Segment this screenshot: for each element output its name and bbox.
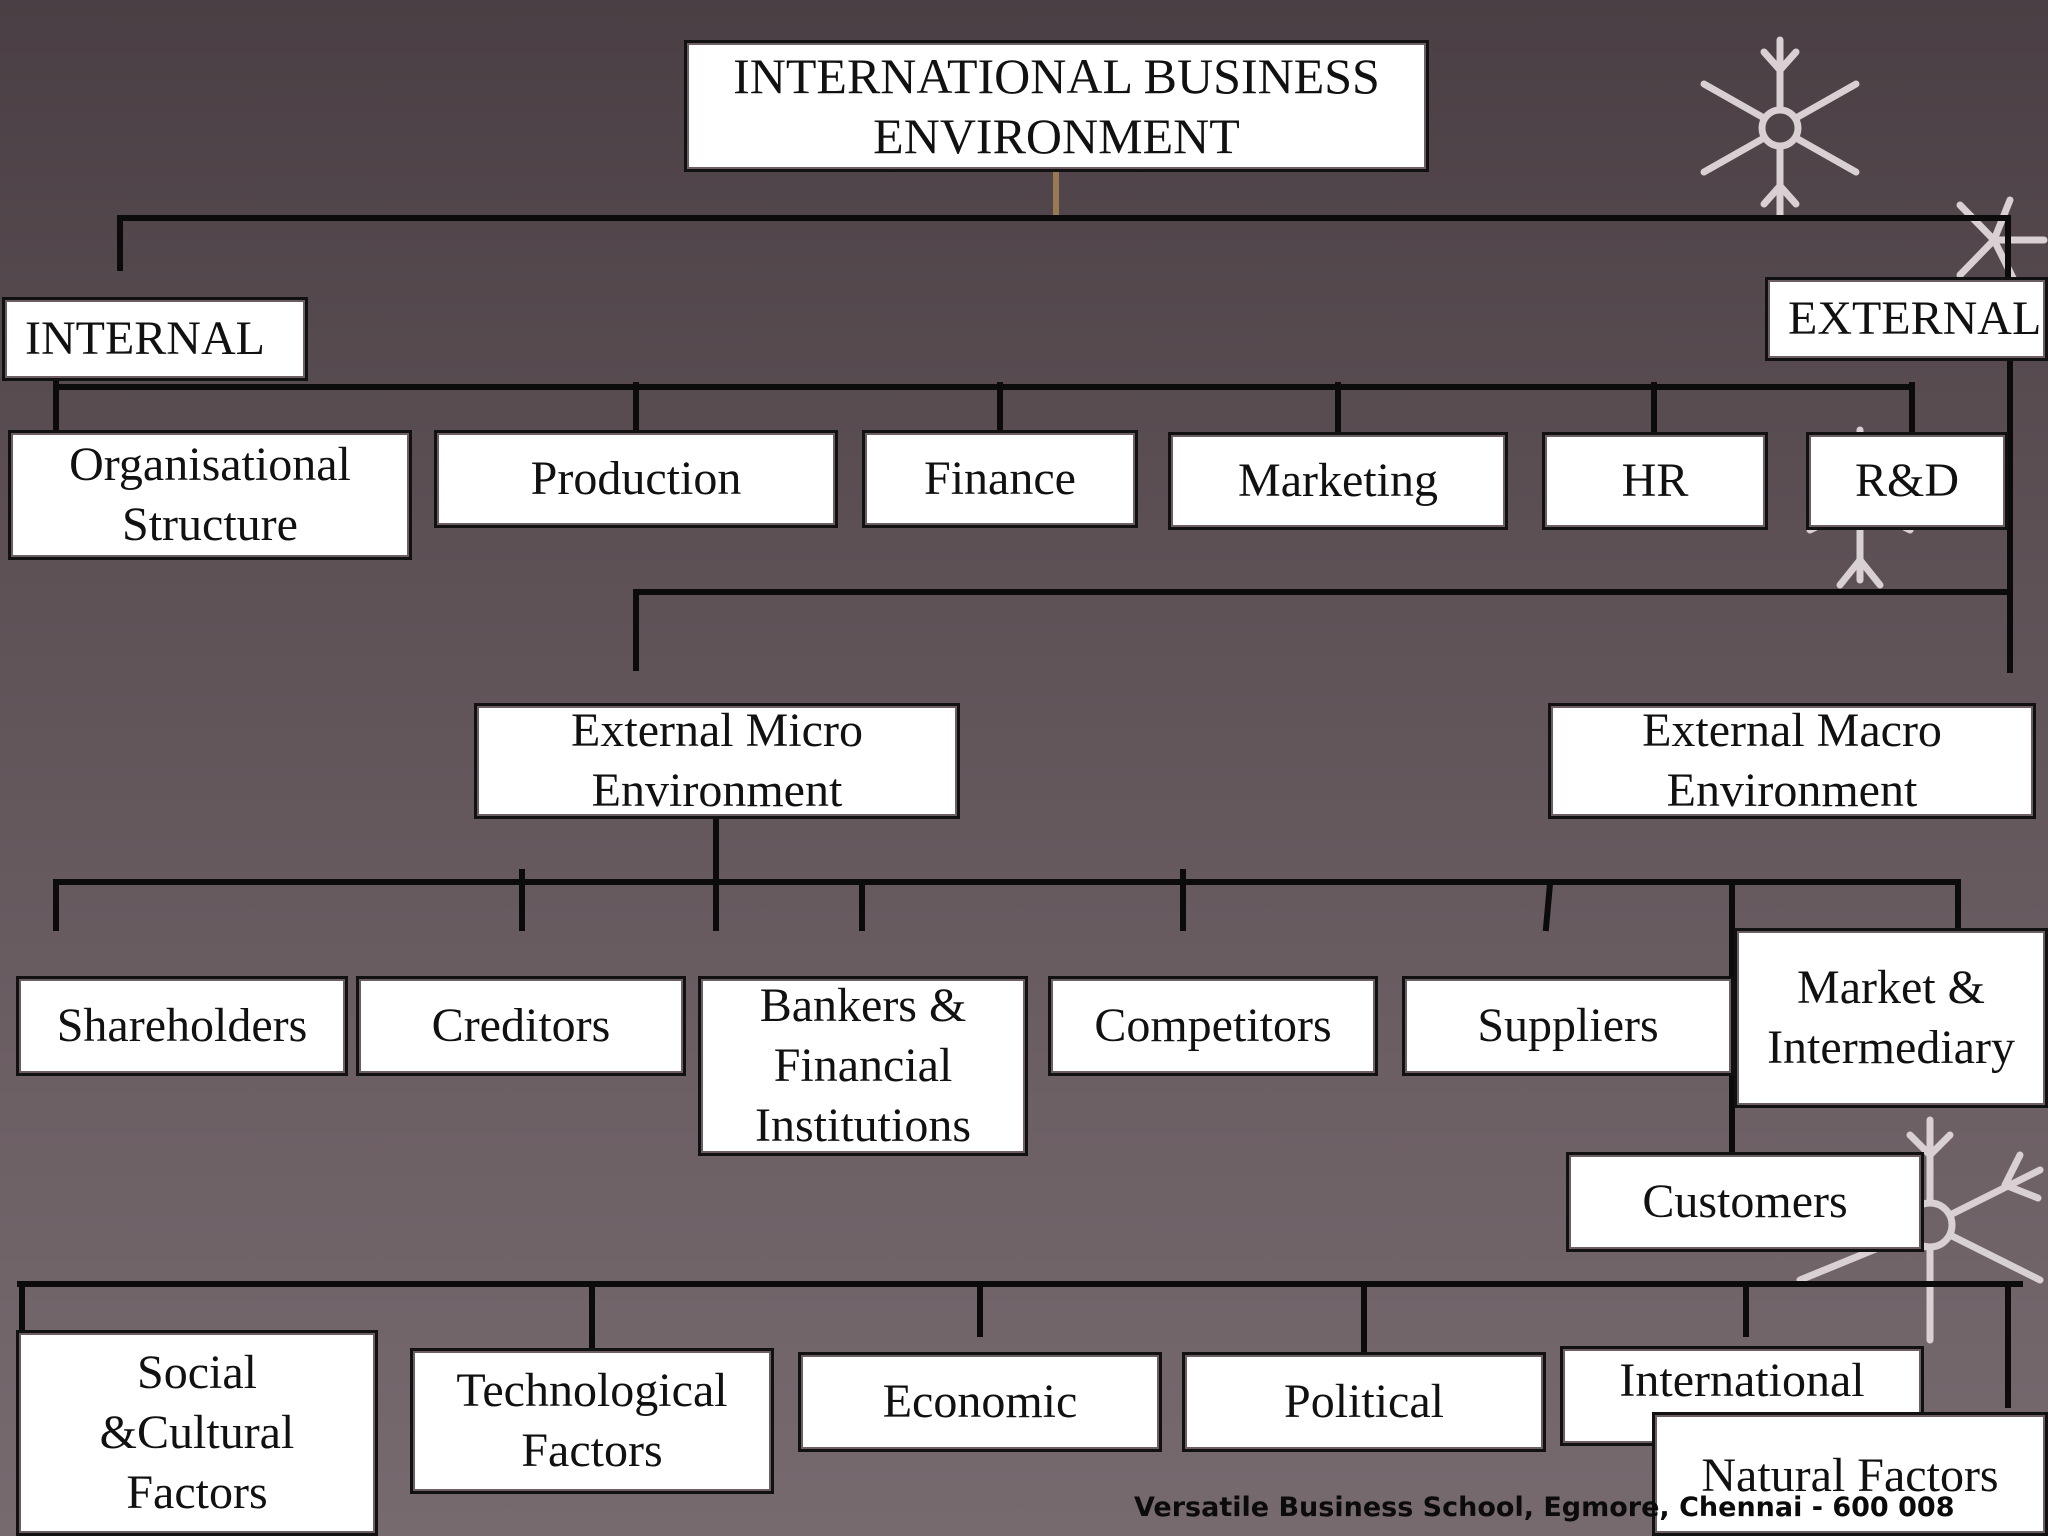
macro-item-political: Political <box>1182 1352 1546 1452</box>
internal-item-organisational-structure: Organisational Structure <box>8 430 412 560</box>
macro-item-economic: Economic <box>798 1352 1162 1452</box>
snowflake-icon <box>1700 36 1860 220</box>
internal-item-production: Production <box>434 430 838 528</box>
micro-item-suppliers: Suppliers <box>1402 976 1734 1076</box>
micro-item-creditors: Creditors <box>356 976 686 1076</box>
micro-item-customers: Customers <box>1566 1152 1924 1252</box>
internal-item-finance: Finance <box>862 430 1138 528</box>
micro-item-bankers: Bankers & Financial Institutions <box>698 976 1028 1156</box>
micro-item-market-intermediary: Market & Intermediary <box>1734 928 2048 1108</box>
macro-item-natural: Natural Factors <box>1652 1412 2048 1536</box>
micro-item-competitors: Competitors <box>1048 976 1378 1076</box>
macro-item-technological: Technological Factors <box>410 1348 774 1494</box>
internal-item-hr: HR <box>1542 432 1768 530</box>
external-macro-node: External Macro Environment <box>1548 703 2036 819</box>
internal-node: INTERNAL <box>2 297 308 381</box>
external-micro-node: External Micro Environment <box>474 703 960 819</box>
external-node: EXTERNAL <box>1765 277 2048 361</box>
micro-item-shareholders: Shareholders <box>16 976 348 1076</box>
footer-credit: Versatile Business School, Egmore, Chenn… <box>1134 1492 1955 1523</box>
macro-item-social-cultural: Social &Cultural Factors <box>16 1330 378 1536</box>
internal-item-rd: R&D <box>1806 432 2008 530</box>
root-node: INTERNATIONAL BUSINESS ENVIRONMENT <box>684 40 1429 172</box>
internal-item-marketing: Marketing <box>1168 432 1508 530</box>
micro-stem-6 <box>1542 880 1554 932</box>
